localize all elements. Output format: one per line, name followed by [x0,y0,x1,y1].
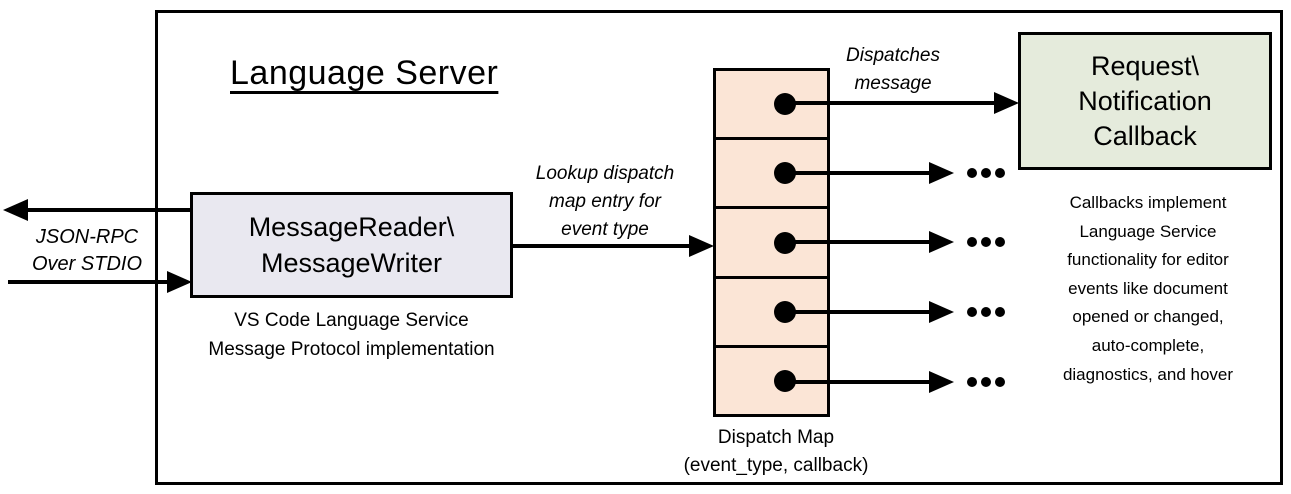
ellipsis [967,168,1005,178]
note-line: diagnostics, and hover [1062,364,1234,384]
stdio-out-arrowhead-icon [3,199,28,221]
dispatch-arrowhead-icon [929,162,954,184]
annotation-line: message [854,73,932,94]
dispatch-map-caption: Dispatch Map (event_type, callback) [640,424,912,480]
caption-line: (event_type, callback) [683,455,869,476]
box-label-line: Callback [1093,120,1197,151]
diagram-title: Language Server [230,54,499,92]
note-line: events like document [1068,278,1228,298]
box-label-line: MessageReader\ [248,212,455,242]
box-label-line: Request\ [1090,50,1200,81]
ellipsis-dot-icon [981,307,991,317]
note-line: opened or changed, [1072,307,1224,327]
request-notification-callback-box: Request\ Notification Callback [1018,32,1272,170]
box-label-line: Notification [1078,85,1212,116]
annotation-line: Dispatches [846,45,940,66]
dispatch-arrow-line [785,101,996,105]
ellipsis [967,307,1005,317]
stdio-out-arrow-line [24,208,191,212]
dispatch-arrow-line [785,310,930,314]
lookup-arrow-line [513,244,691,248]
ellipsis-dot-icon [967,377,977,387]
dispatch-arrowhead-icon [994,92,1019,114]
dispatch-map-cell [716,209,827,279]
lookup-annotation: Lookup dispatch map entry for event type [505,160,705,244]
note-line: Callbacks implement [1069,193,1227,212]
dispatch-arrow-line [785,171,930,175]
dispatches-message-annotation: Dispatches message [818,42,968,98]
dispatch-arrowhead-icon [929,301,954,323]
ellipsis-dot-icon [995,377,1005,387]
stdio-in-arrow-line [8,280,169,284]
annotation-line: Over STDIO [31,253,142,275]
ellipsis [967,237,1005,247]
box-label-line: MessageWriter [260,248,443,278]
ellipsis-dot-icon [995,168,1005,178]
message-reader-caption: VS Code Language Service Message Protoco… [180,306,523,364]
ellipsis-dot-icon [967,168,977,178]
ellipsis-dot-icon [981,168,991,178]
ellipsis [967,377,1005,387]
dispatch-arrowhead-icon [929,371,954,393]
ellipsis-dot-icon [981,237,991,247]
stdio-label: JSON-RPC Over STDIO [12,224,162,278]
ellipsis-dot-icon [995,307,1005,317]
dispatch-arrowhead-icon [929,231,954,253]
dispatch-arrow-line [785,380,930,384]
dispatch-arrow-line [785,240,930,244]
dispatch-map-cell [716,71,827,141]
note-line: functionality for editor [1067,250,1229,270]
lookup-arrowhead-icon [689,235,714,257]
callbacks-description: Callbacks implement Language Service fun… [1010,189,1286,389]
caption-line: Message Protocol implementation [208,339,495,360]
annotation-line: Lookup dispatch [535,163,675,184]
ellipsis-dot-icon [981,377,991,387]
message-reader-writer-box: MessageReader\ MessageWriter [190,192,513,298]
ellipsis-dot-icon [995,237,1005,247]
caption-line: VS Code Language Service [234,310,469,331]
note-line: auto-complete, [1091,335,1205,355]
annotation-line: JSON-RPC [35,226,139,248]
note-line: Language Service [1079,221,1217,241]
ellipsis-dot-icon [967,237,977,247]
annotation-line: map entry for [549,191,661,212]
ellipsis-dot-icon [967,307,977,317]
stdio-in-arrowhead-icon [167,271,192,293]
caption-line: Dispatch Map [717,427,835,448]
annotation-line: event type [561,219,649,240]
